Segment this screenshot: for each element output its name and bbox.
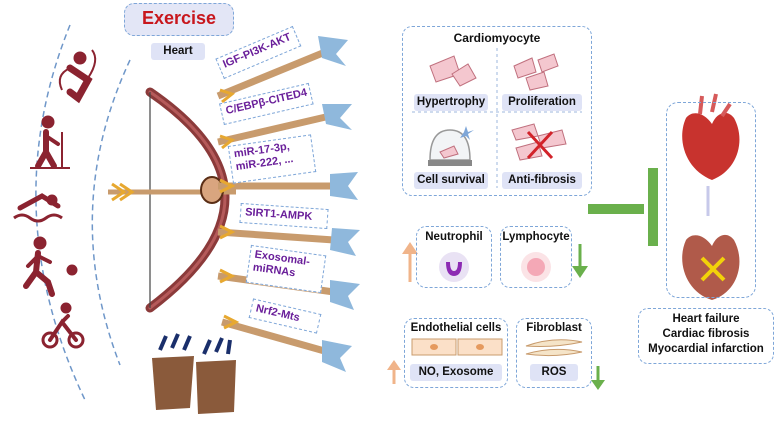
fibroblast-output: ROS: [530, 364, 578, 381]
cell-survival-label: Cell survival: [414, 172, 488, 189]
proliferation-label: Proliferation: [502, 94, 582, 111]
quiver-icon: [152, 333, 236, 414]
fibroblast-icon: [525, 339, 583, 357]
lymphocyte-panel: [500, 226, 572, 288]
pathway-arrow-6: [221, 314, 352, 372]
neutrophil-up-arrow: [402, 242, 418, 282]
lymphocyte-down-arrow: [572, 244, 588, 278]
pathway-arrow-1: [216, 36, 348, 104]
endothelial-up-arrow: [387, 360, 401, 384]
endothelial-panel: [404, 318, 508, 388]
pathway-arrow-3: [218, 172, 358, 200]
fibroblast-title: Fibroblast: [526, 322, 582, 334]
jump-rope-icon: [58, 49, 97, 104]
inner-arc: [91, 59, 131, 366]
pathway-arrow-2: [217, 104, 352, 150]
inhibition-symbol: [588, 168, 658, 246]
endothelial-output: NO, Exosome: [410, 364, 502, 381]
proliferation-icon: [513, 53, 559, 91]
lymphocyte-label: Lymphocyte: [502, 231, 570, 243]
bow-icon: [108, 87, 236, 313]
fibroblast-down-arrow: [591, 366, 605, 390]
outcome-1: Heart failure: [672, 313, 740, 325]
hiking-icon: [30, 115, 70, 169]
outcomes-panel: [638, 308, 774, 364]
swimming-icon: [13, 193, 63, 223]
cell-survival-icon: [428, 126, 474, 166]
anti-fibrosis-label: Anti-fibrosis: [502, 172, 582, 189]
hypertrophy-label: Hypertrophy: [414, 94, 488, 111]
cardiomyocyte-panel: [402, 26, 592, 196]
trend-arrows: [387, 242, 605, 390]
heart-icon: [682, 93, 740, 180]
cycling-icon: [41, 302, 85, 349]
cardiomyocyte-grid: [412, 48, 582, 188]
running-icon: [23, 236, 78, 297]
outcomes-list: Heart failure Cardiac fibrosis Myocardia…: [638, 312, 774, 357]
cardiomyocyte-title: Cardiomyocyte: [453, 31, 541, 45]
neutrophil-panel: [416, 226, 492, 288]
lymphocyte-icon: [521, 252, 551, 282]
title: Exercise: [141, 8, 217, 28]
endothelial-title: Endothelial cells: [410, 322, 502, 334]
title-box: [124, 3, 234, 36]
neutrophil-icon: [439, 252, 469, 282]
outcome-3: Myocardial infarction: [648, 343, 764, 355]
outcome-2: Cardiac fibrosis: [662, 328, 750, 340]
neutrophil-label: Neutrophil: [425, 231, 483, 243]
pathway-arrow-4: [217, 224, 360, 256]
hypertrophy-icon: [429, 55, 477, 87]
fibroblast-panel: [516, 318, 592, 388]
heart-panel: [666, 102, 756, 298]
anti-fibrosis-icon: [511, 123, 567, 161]
damaged-heart-icon: [682, 234, 740, 300]
endothelial-icon: [411, 338, 503, 356]
subtitle: Heart: [151, 43, 205, 60]
outer-arc: [35, 24, 86, 401]
